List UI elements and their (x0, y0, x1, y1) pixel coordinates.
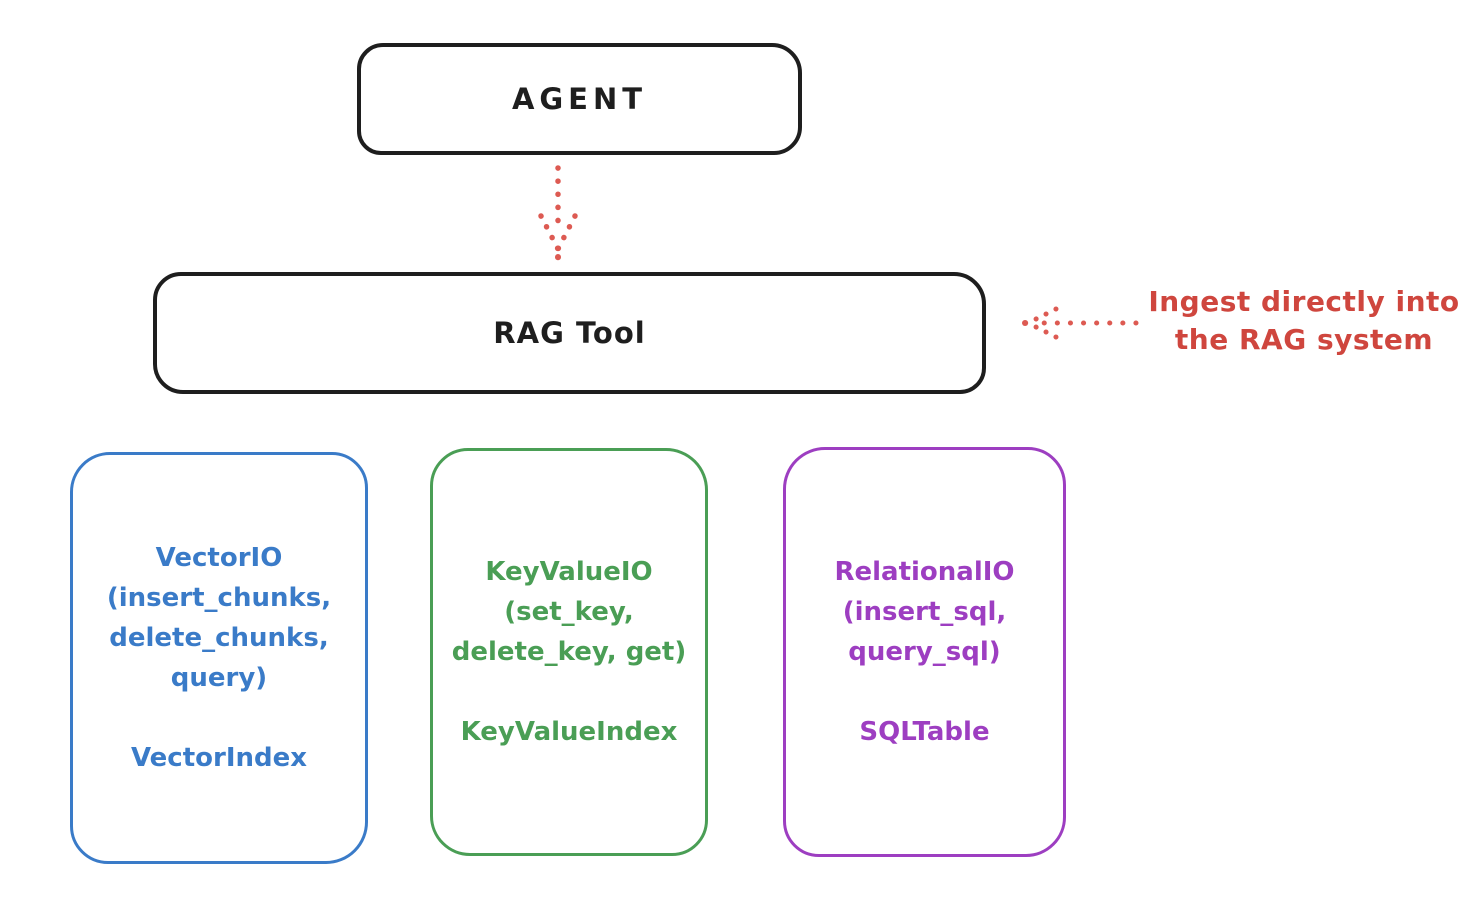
sql-table-label: SQLTable (859, 717, 990, 747)
ingest-to-ragtool-arrow (1022, 306, 1139, 340)
relational-io-box: RelationalIO (insert_sql, query_sql) SQL… (783, 447, 1066, 857)
agent-label: AGENT (511, 82, 648, 116)
rag-tool-node: RAG Tool (153, 272, 986, 394)
vector-io-title: VectorIO (insert_chunks, delete_chunks, … (106, 543, 332, 693)
agent-node: AGENT (357, 43, 802, 155)
rag-tool-label: RAG Tool (493, 316, 646, 350)
agent-to-ragtool-arrow (538, 165, 578, 261)
keyvalue-index-label: KeyValueIndex (460, 717, 678, 747)
relational-io-title: RelationalIO (insert_sql, query_sql) (834, 557, 1015, 667)
vector-io-box: VectorIO (insert_chunks, delete_chunks, … (70, 452, 368, 864)
ingest-note: Ingest directly into the RAG system (1148, 285, 1460, 356)
vector-index-label: VectorIndex (130, 743, 308, 773)
keyvalue-io-title: KeyValueIO (set_key, delete_key, get) (451, 557, 687, 667)
keyvalue-io-box: KeyValueIO (set_key, delete_key, get) Ke… (430, 448, 708, 856)
